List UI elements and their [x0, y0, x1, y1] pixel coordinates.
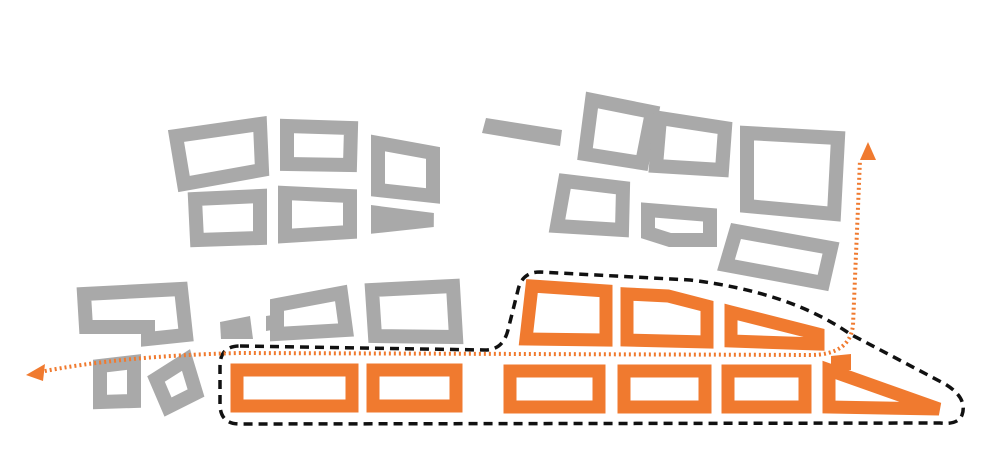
context-block	[76, 281, 194, 347]
highlighted-block	[617, 364, 712, 414]
context-block	[93, 354, 141, 410]
highlighted-solid-pieces	[831, 354, 851, 370]
site-boundary	[218, 270, 965, 426]
context-solid-pieces	[220, 118, 562, 339]
context-block	[648, 109, 733, 178]
highlighted-block	[822, 360, 942, 416]
context-block	[266, 315, 273, 331]
context-block	[371, 205, 434, 234]
arrowhead-left-icon	[26, 364, 45, 381]
context-blocks	[76, 91, 846, 417]
context-block	[740, 125, 846, 222]
context-block	[577, 91, 661, 171]
route-line	[39, 159, 862, 374]
highlighted-blocks	[230, 279, 942, 416]
context-block	[167, 115, 270, 193]
context-block	[371, 134, 440, 204]
context-block	[364, 278, 464, 345]
context-block	[278, 185, 357, 244]
context-block	[220, 316, 253, 339]
context-block	[147, 349, 205, 417]
highlighted-block	[724, 303, 825, 351]
context-block	[641, 202, 717, 247]
highlighted-block	[721, 364, 812, 414]
context-block	[280, 118, 359, 173]
highlighted-block	[831, 354, 851, 370]
highlighted-block	[518, 279, 613, 347]
highlighted-block	[230, 363, 359, 413]
context-block	[717, 223, 840, 292]
context-block	[482, 118, 562, 146]
highlighted-block	[503, 364, 606, 414]
arrowhead-up-icon	[860, 142, 876, 160]
context-block	[548, 173, 631, 238]
context-block	[187, 188, 267, 248]
highlighted-block	[366, 363, 463, 413]
highlighted-block	[620, 287, 714, 349]
context-block	[270, 284, 354, 342]
